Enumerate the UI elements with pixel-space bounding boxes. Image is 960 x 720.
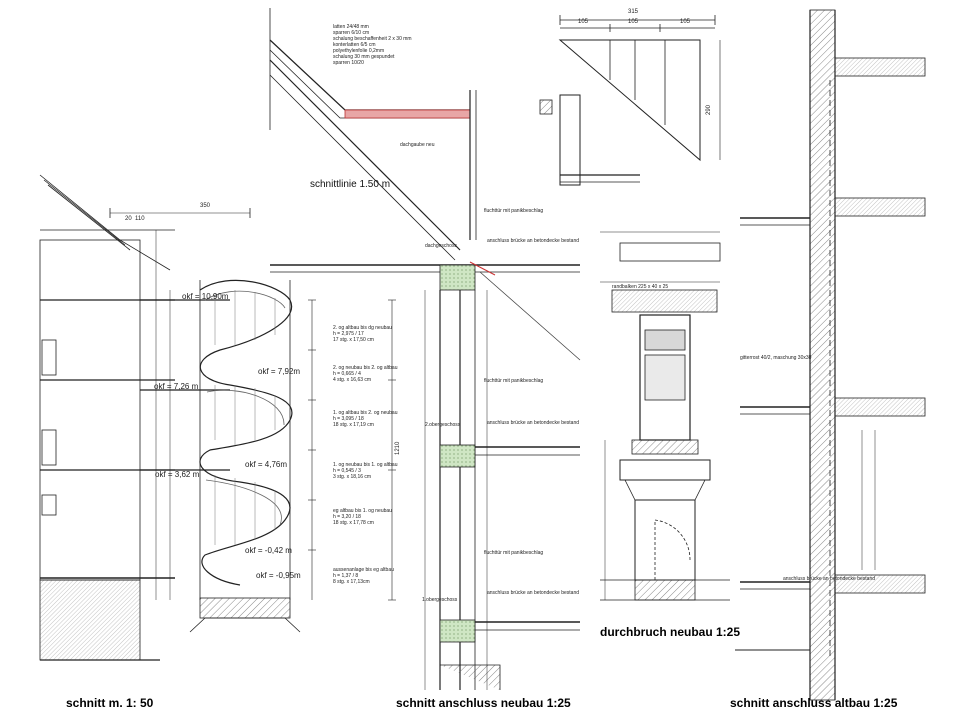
title-anschluss-altbau: schnitt anschluss altbau 1:25: [730, 696, 898, 710]
stair-spec-6-h: h = 1,37 / 8: [333, 573, 359, 579]
label-okf-726: okf = 7,26 m: [154, 382, 199, 391]
roof-layer-3: schalung beschaffenheit 2 x 30 mm: [333, 36, 412, 42]
note-gitterrost: gitterrost 40/2, maschung 30x30: [740, 355, 812, 361]
dim-110: 110: [135, 216, 145, 222]
label-okf-042: okf = -0,42 m: [245, 546, 292, 555]
roof-layer-5: polyethylenfolie 0,2mm: [333, 48, 385, 54]
note-anschluss-1: anschluss brücke an betondecke bestand: [487, 238, 580, 244]
dim-315: 315: [628, 9, 639, 15]
stair-spec-4: 1. og neubau bis 1. og altbau h = 0,545 …: [333, 462, 398, 480]
note-dachgaube: dachgaube neu: [400, 142, 435, 148]
roof-layer-4: konterlatten 6/5 cm: [333, 42, 376, 48]
note-fluchttuer-3: fluchttür mit panikbeschlag: [484, 550, 544, 556]
stair-spec-6-title: aussenanlage bis eg altbau: [333, 567, 394, 573]
label-schnittlinie: schnittlinie 1.50 m: [310, 179, 391, 190]
stair-spec-3-stg: 18 stg. x 17,19 cm: [333, 422, 374, 428]
label-okf-792: okf = 7,92m: [258, 367, 301, 376]
stair-spec-3: 1. og altbau bis 2. og neubau h = 3,095 …: [333, 410, 398, 428]
stair-spec-5-title: eg altbau bis 1. og neubau: [333, 508, 392, 514]
stair-spec-2-title: 2. og neubau bis 2. og altbau: [333, 365, 398, 371]
label-okf-1090: okf = 10,90m: [182, 292, 229, 301]
note-anschluss-altbau: anschluss brücke an betondecke bestand: [783, 576, 876, 582]
stair-spec-3-h: h = 3,095 / 18: [333, 416, 364, 422]
stair-spec-6: aussenanlage bis eg altbau h = 1,37 / 8 …: [333, 567, 394, 585]
note-anschluss-3: anschluss brücke an betondecke bestand: [487, 590, 580, 596]
stair-spec-1-h: h = 2,975 / 17: [333, 331, 364, 337]
roof-layer-7: sparren 10/20: [333, 60, 364, 66]
dim-105-c: 105: [680, 19, 691, 25]
dim-20: 20: [125, 216, 132, 222]
stair-spec-5-stg: 18 stg. x 17,78 cm: [333, 520, 374, 526]
stair-spec-2: 2. og neubau bis 2. og altbau h = 0,665 …: [333, 365, 398, 383]
stair-spec-3-title: 1. og altbau bis 2. og neubau: [333, 410, 398, 416]
note-2og: 2.obergeschoss: [425, 422, 461, 428]
note-anschluss-2: anschluss brücke an betondecke bestand: [487, 420, 580, 426]
stair-spec-2-h: h = 0,665 / 4: [333, 371, 361, 377]
stair-spec-4-stg: 3 stg. x 18,16 cm: [333, 474, 372, 480]
stair-spec-5: eg altbau bis 1. og neubau h = 3,20 / 18…: [333, 508, 392, 526]
top-detail-drawing: [539, 15, 721, 186]
note-randbalken: randbalken 225 x 40 x 25: [612, 284, 669, 290]
stair-spec-6-stg: 8 stg. x 17,13cm: [333, 579, 370, 585]
stair-spec-4-title: 1. og neubau bis 1. og altbau: [333, 462, 398, 468]
title-durchbruch-neubau: durchbruch neubau 1:25: [600, 625, 741, 639]
title-schnitt-150: schnitt m. 1: 50: [66, 696, 154, 710]
roof-layer-6: schalung 30 mm gespundet: [333, 54, 395, 60]
roof-layer-2: sparren 6/10 cm: [333, 30, 370, 36]
dim-105-b: 105: [628, 19, 639, 25]
note-fluchttuer-1: fluchttür mit panikbeschlag: [484, 208, 544, 214]
roof-layer-1: latten 24/48 mm: [333, 24, 369, 30]
stair-spec-5-h: h = 3,20 / 18: [333, 514, 361, 520]
stair-spec-2-stg: 4 stg. x 16,63 cm: [333, 377, 372, 383]
label-okf-095: okf = -0,95m: [256, 571, 301, 580]
right-section-drawing: [735, 9, 926, 701]
door-detail-drawing: [600, 231, 730, 601]
dim-290: 290: [706, 104, 712, 115]
roof-layer-list: latten 24/48 mm sparren 6/10 cm schalung…: [333, 24, 412, 66]
stair-spec-1-title: 2. og altbau bis dg neubau: [333, 325, 392, 331]
stair-spec-1-stg: 17 stg. x 17,50 cm: [333, 337, 374, 343]
title-anschluss-neubau: schnitt anschluss neubau 1:25: [396, 696, 571, 710]
middle-section-drawing: [269, 39, 581, 690]
label-okf-476: okf = 4,76m: [245, 460, 288, 469]
left-section-drawing: [39, 174, 301, 661]
dim-105-a: 105: [578, 19, 589, 25]
note-1og: 1.obergeschoss: [422, 597, 458, 603]
dim-1210: 1210: [395, 441, 401, 455]
stair-spec-4-h: h = 0,545 / 3: [333, 468, 361, 474]
dim-350: 350: [200, 203, 211, 209]
note-fluchttuer-2: fluchttür mit panikbeschlag: [484, 378, 544, 384]
note-dachgeschoss: dachgeschoss: [425, 243, 457, 249]
label-okf-362: okf = 3,62 m: [155, 470, 200, 479]
stair-spec-1: 2. og altbau bis dg neubau h = 2,975 / 1…: [333, 325, 392, 343]
